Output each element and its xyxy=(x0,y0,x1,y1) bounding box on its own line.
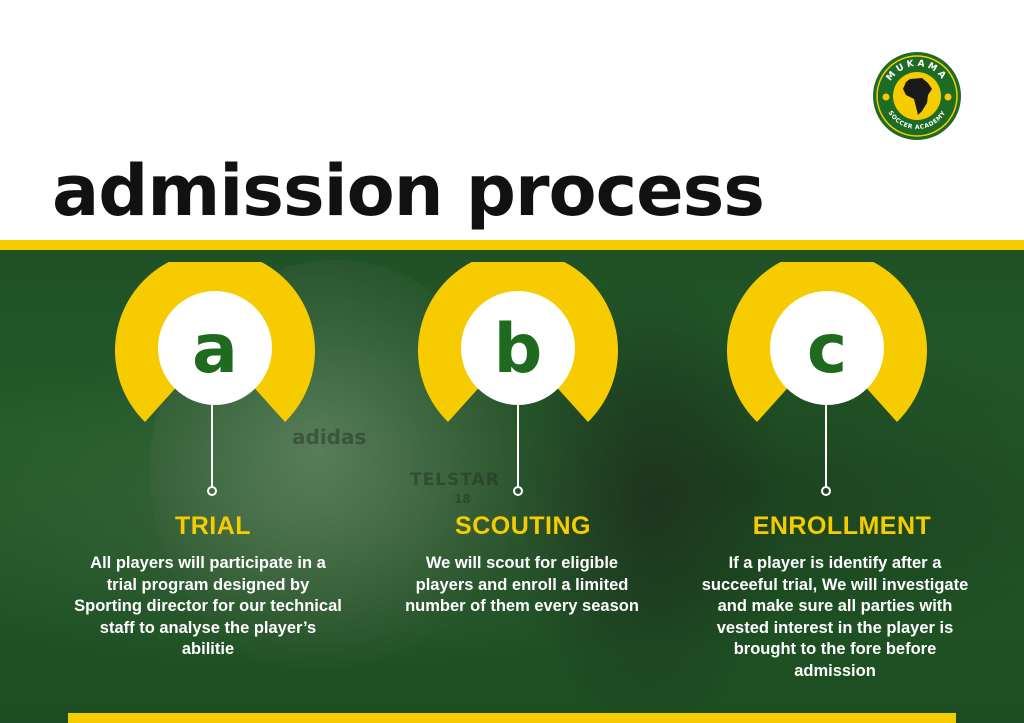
step-b-letter: b xyxy=(494,310,543,389)
step-a-letter: a xyxy=(192,310,238,389)
step-c-letter: c xyxy=(807,310,847,389)
step-a-heading: TRIAL xyxy=(174,512,252,540)
step-b-connector xyxy=(517,405,519,486)
step-c-dot xyxy=(821,486,831,496)
ball-model-text: TELSTAR xyxy=(410,470,500,490)
ball-number-text: 18 xyxy=(454,492,471,506)
step-c-heading: ENROLLMENT xyxy=(752,512,932,540)
step-b-badge: b xyxy=(418,262,618,422)
bottom-bar xyxy=(68,713,956,723)
step-a-connector xyxy=(211,405,213,486)
step-b-dot xyxy=(513,486,523,496)
africa-map-icon xyxy=(903,78,932,115)
step-c-badge: c xyxy=(727,262,927,422)
ball-brand-text: adidas xyxy=(292,425,367,449)
title-underline xyxy=(0,240,1024,250)
step-b-description: We will scout for eligible players and e… xyxy=(405,554,639,615)
academy-logo: MUKAMA SOCCER ACADEMY xyxy=(873,52,961,140)
step-c-connector xyxy=(825,405,827,486)
step-a-description: All players will participate in a trial … xyxy=(74,554,342,658)
step-a-badge: a xyxy=(115,262,315,422)
step-b-heading: SCOUTING xyxy=(455,512,591,540)
page-title: admission process xyxy=(52,150,765,232)
step-c-description: If a player is identify after a succeefu… xyxy=(701,554,969,680)
step-a-dot xyxy=(207,486,217,496)
